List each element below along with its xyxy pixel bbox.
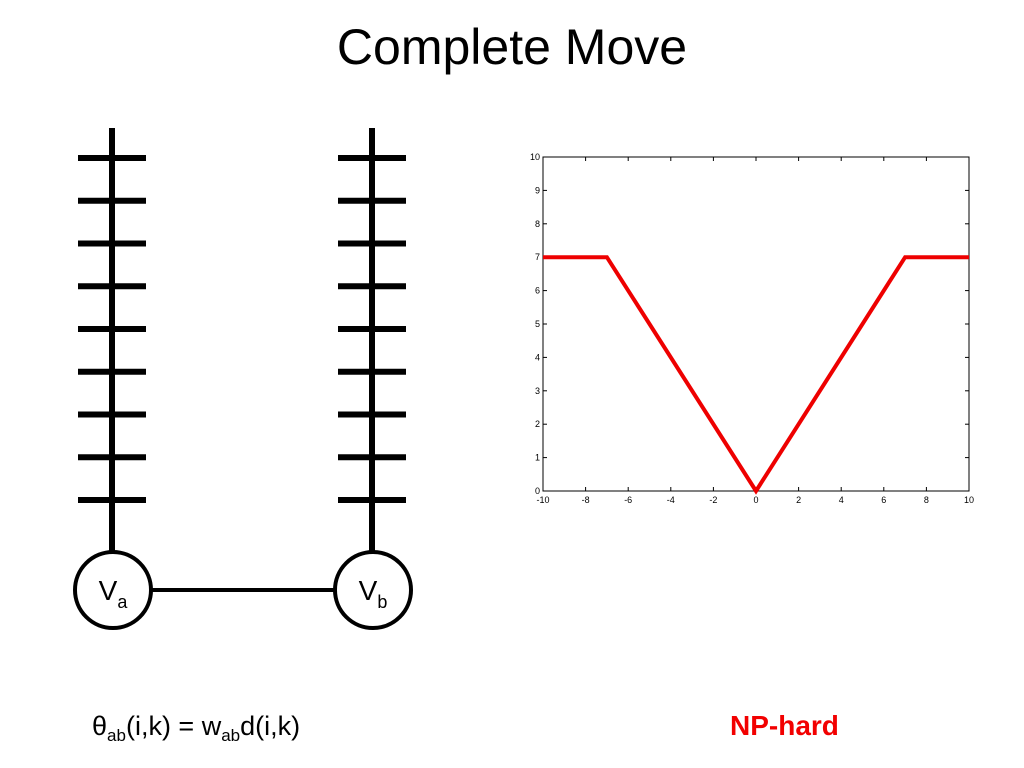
x-tick-label: 4 (839, 495, 844, 505)
y-tick-label: 0 (535, 486, 540, 496)
x-tick-label: 0 (753, 495, 758, 505)
formula-theta-sub: ab (107, 726, 126, 745)
formula-args2: d(i,k) (240, 711, 301, 741)
x-tick-label: -8 (582, 495, 590, 505)
svg-text:Va: Va (99, 575, 129, 612)
np-hard-label: NP-hard (730, 710, 839, 741)
x-tick-label: -4 (667, 495, 675, 505)
formula-theta: θ (92, 711, 108, 741)
y-tick-label: 5 (535, 319, 540, 329)
x-tick-label: -10 (536, 495, 549, 505)
y-tick-label: 7 (535, 252, 540, 262)
node-vb-sub: b (377, 592, 387, 612)
y-tick-label: 6 (535, 286, 540, 296)
label-chain-b (338, 128, 406, 555)
y-tick-label: 3 (535, 386, 540, 396)
y-tick-label: 1 (535, 453, 540, 463)
chain-a-rungs (78, 155, 146, 503)
y-tick-label: 8 (535, 219, 540, 229)
distance-function-chart: -10 -8 -6 -4 -2 0 2 4 6 8 10 0 1 2 3 4 5 6 7 8 9 10 (530, 152, 974, 505)
chain-b-rungs (338, 155, 406, 503)
node-va: Va (73, 550, 153, 630)
series-line-truncated-linear (543, 255, 969, 495)
y-axis-ticks: 0 1 2 3 4 5 6 7 8 9 10 (530, 152, 969, 496)
formula-args1: (i,k) = w (125, 711, 222, 741)
slide-title: Complete Move (336, 19, 688, 75)
node-va-label: V (99, 575, 118, 606)
node-va-sub: a (117, 592, 128, 612)
node-va-circle (73, 550, 153, 630)
x-tick-label: 2 (796, 495, 801, 505)
formula-w-sub: ab (221, 726, 241, 745)
x-tick-label: -6 (624, 495, 632, 505)
node-vb-label: V (359, 575, 378, 606)
label-chain-a (78, 128, 146, 555)
pairwise-cost-formula: θab(i,k) = wabd(i,k) (92, 706, 300, 746)
x-tick-label: 6 (881, 495, 886, 505)
y-tick-label: 2 (535, 419, 540, 429)
x-tick-label: -2 (709, 495, 717, 505)
node-vb: Vb (333, 550, 413, 630)
y-tick-label: 9 (535, 185, 540, 195)
svg-text:Vb: Vb (359, 575, 388, 612)
chart-frame (542, 156, 970, 492)
x-tick-label: 8 (924, 495, 929, 505)
node-vb-circle (333, 550, 413, 630)
y-tick-label: 4 (535, 352, 540, 362)
x-tick-label: 10 (964, 495, 974, 505)
y-tick-label: 10 (530, 152, 540, 162)
